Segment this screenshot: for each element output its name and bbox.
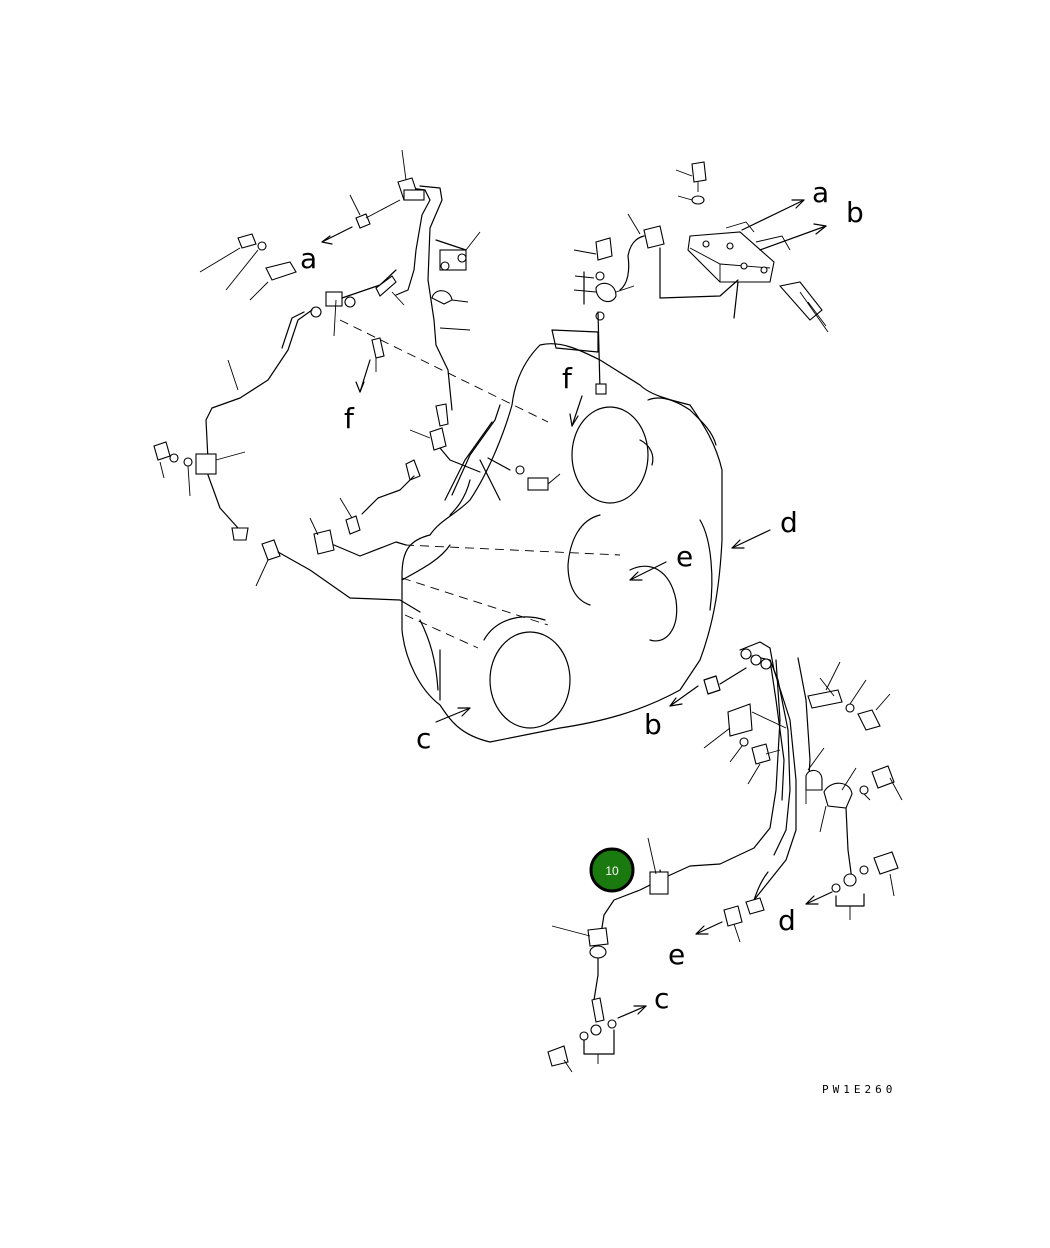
drawing-code: PW1E260 [822,1083,896,1096]
callout-f-left: f [344,402,355,435]
callout-b-lower: b [644,708,662,741]
upper-left-tube-assembly [153,149,561,613]
lower-right-assembly [669,641,903,943]
top-right-assembly [573,161,829,395]
callout-d-lower: d [778,904,796,937]
badge-circle [589,847,635,893]
callout-letters: a b a f f d e c b d e c [300,176,864,1015]
lower-tube [547,659,781,1073]
direction-arrows [435,395,771,723]
callout-e-lower: e [668,938,685,971]
badge-label: 10 [605,864,619,878]
callout-a-top-right: a [812,176,829,209]
callout-c-lower: c [654,982,669,1015]
callout-c-left: c [416,722,431,755]
callout-a-left: a [300,242,317,275]
callout-d-right: d [780,506,798,539]
hidden-lines [339,319,621,649]
callout-b-top-right: b [846,196,864,229]
callout-f-center: f [562,362,573,395]
part-number-badge[interactable]: 10 [589,847,635,893]
callout-e-center: e [676,540,693,573]
housing-outline [401,329,723,743]
